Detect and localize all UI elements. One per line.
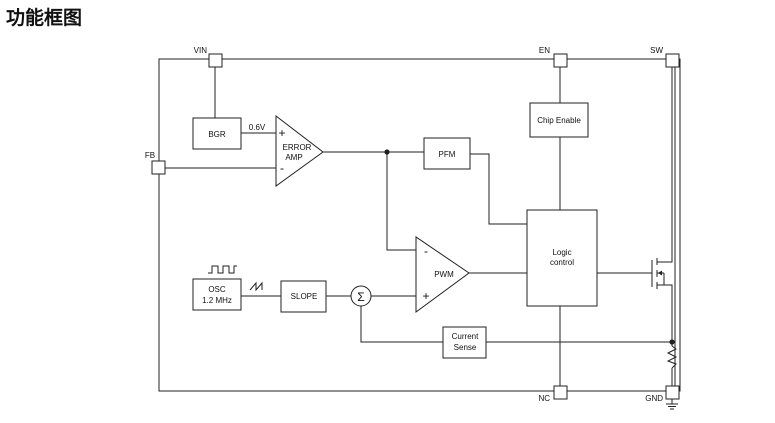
pin-gnd: GND — [645, 385, 680, 403]
logic-label-2: control — [550, 258, 574, 267]
bgr-block: BGR — [192, 117, 242, 150]
junction-dot — [669, 339, 675, 345]
current-sense-label-2: Sense — [454, 343, 477, 352]
oscillator-block: OSC 1.2 MHz — [192, 278, 242, 311]
power-mosfet-icon — [651, 258, 665, 289]
pin-nc: NC — [538, 385, 568, 403]
pin-gnd-label: GND — [645, 394, 663, 403]
logic-label-1: Logic — [552, 248, 571, 257]
pwm-label: PWM — [434, 270, 454, 279]
slope-block: SLOPE — [280, 280, 327, 313]
bgr-label: BGR — [208, 130, 226, 139]
reference-voltage-label: 0.6V — [249, 123, 266, 132]
chip-enable-block: Chip Enable — [529, 102, 589, 138]
minus-sign: - — [424, 244, 428, 258]
pin-en-label: EN — [539, 46, 550, 55]
pin-en: EN — [539, 46, 568, 68]
pin-sw-label: SW — [650, 46, 663, 55]
sawtooth-wave-icon — [249, 281, 263, 292]
square-wave-icon — [208, 265, 237, 274]
pin-fb: FB — [145, 151, 166, 175]
error-amp-label-2: AMP — [285, 153, 302, 162]
resistor-icon — [666, 345, 678, 369]
junction-dot — [384, 149, 390, 155]
plus-sign: + — [422, 289, 429, 303]
current-sense-label-1: Current — [452, 332, 479, 341]
osc-frequency-label: 1.2 MHz — [202, 296, 232, 305]
pfm-label: PFM — [439, 150, 456, 159]
pin-vin-label: VIN — [194, 46, 208, 55]
summing-junction: Σ — [350, 285, 372, 307]
sigma-icon: Σ — [357, 290, 364, 304]
pwm-comparator: - + PWM — [415, 236, 470, 313]
pin-vin: VIN — [194, 46, 223, 68]
error-amplifier: + - ERROR AMP — [275, 114, 324, 187]
page-title: 功能框图 — [6, 7, 83, 29]
current-sense-block: Current Sense — [442, 326, 487, 359]
pin-sw: SW — [650, 46, 680, 68]
logic-control-block: Logic control — [526, 209, 598, 307]
pin-nc-label: NC — [538, 394, 550, 403]
pfm-block: PFM — [423, 137, 471, 170]
pin-fb-label: FB — [145, 151, 155, 160]
osc-label: OSC — [208, 285, 226, 294]
chip-enable-label: Chip Enable — [537, 116, 581, 125]
chip-boundary — [158, 58, 681, 392]
ground-icon — [666, 399, 678, 410]
slope-label: SLOPE — [291, 292, 318, 301]
plus-sign: + — [278, 126, 285, 140]
error-amp-label-1: ERROR — [283, 143, 312, 152]
minus-sign: - — [280, 161, 284, 175]
wires — [165, 67, 676, 386]
